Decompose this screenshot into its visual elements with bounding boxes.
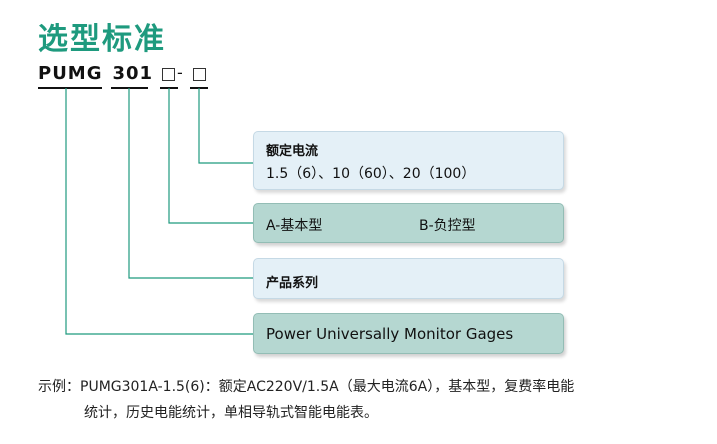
rated-current-box: 额定电流 1.5（6）、10（60）、20（100） [253,131,564,190]
model-prefix: PUMG [38,63,103,84]
type-placeholder-box [162,68,175,81]
product-series-title: 产品系列 [266,276,319,291]
type-option-b: B-负控型 [419,218,476,234]
rated-current-values: 1.5（6）、10（60）、20（100） [266,166,476,182]
model-separator: - [177,63,183,82]
product-series-box: 产品系列 [253,258,564,299]
example-text: 示例：PUMG301A-1.5(6)：额定AC220V/1.5A（最大电流6A）… [38,374,574,426]
product-name-box: Power Universally Monitor Gages [253,313,564,354]
model-code: PUMG 301 [38,63,153,84]
example-line-2: 统计，历史电能统计，单相导轨式智能电能表。 [84,405,378,421]
connector-series [128,88,253,279]
connector-type [168,88,253,224]
connector-current [198,88,253,164]
rated-current-title: 额定电流 [266,144,319,159]
model-number: 301 [112,63,154,84]
type-box: A-基本型 B-负控型 [253,203,564,243]
page-title: 选型标准 [38,22,166,57]
connector-name [65,88,253,335]
type-option-a: A-基本型 [266,218,323,234]
current-placeholder-box [193,68,206,81]
product-name-text: Power Universally Monitor Gages [266,325,514,343]
example-line-1: 示例：PUMG301A-1.5(6)：额定AC220V/1.5A（最大电流6A）… [38,379,575,395]
